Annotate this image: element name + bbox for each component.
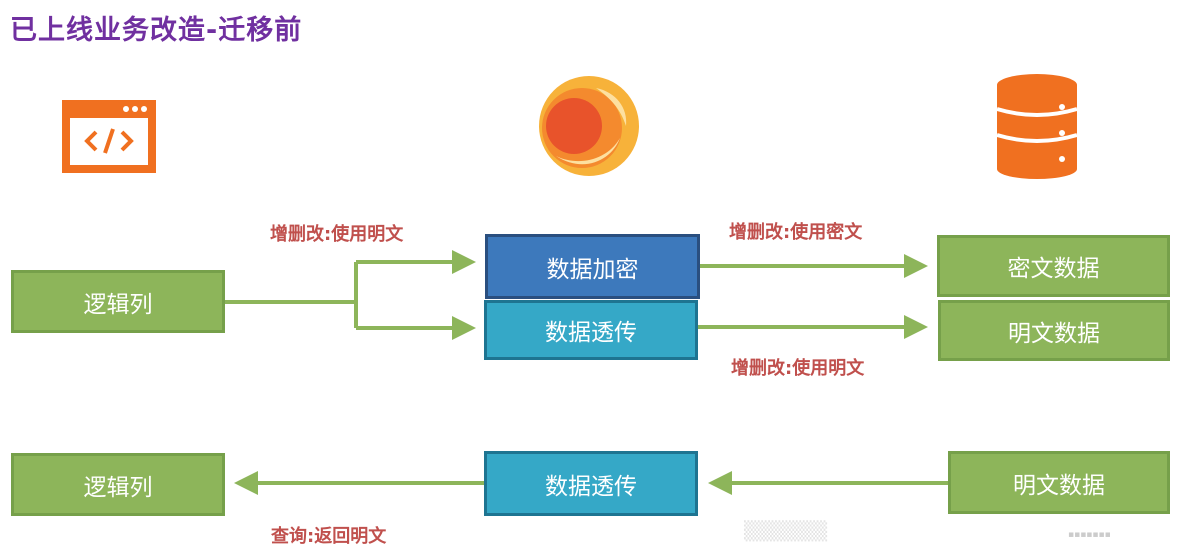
code-window-icon bbox=[62, 100, 156, 173]
cipher-data-box: 密文数据 bbox=[937, 235, 1170, 297]
label-right-crud-cipher: 增删改:使用密文 bbox=[729, 222, 863, 243]
watermark: ▒▒▒▒▒▒ bbox=[744, 521, 828, 542]
watermark-small: ▪▪▪▪▪▪▪ bbox=[1068, 530, 1111, 540]
label-query-returns-plain: 查询:返回明文 bbox=[271, 526, 387, 547]
target-logical-column: 逻辑列 bbox=[11, 453, 225, 516]
database-icon bbox=[996, 74, 1078, 179]
return-passthrough-box: 数据透传 bbox=[484, 451, 698, 516]
return-plain-data-box: 明文数据 bbox=[948, 451, 1170, 514]
plain-data-box: 明文数据 bbox=[938, 300, 1170, 361]
flame-logo bbox=[539, 76, 639, 176]
source-logical-column: 逻辑列 bbox=[11, 270, 225, 333]
label-right-crud-plain: 增删改:使用明文 bbox=[731, 358, 865, 379]
page-title: 已上线业务改造-迁移前 bbox=[10, 15, 303, 46]
label-left-crud-plain: 增删改:使用明文 bbox=[270, 224, 404, 245]
passthrough-box: 数据透传 bbox=[484, 300, 698, 360]
encrypt-box: 数据加密 bbox=[485, 234, 700, 299]
